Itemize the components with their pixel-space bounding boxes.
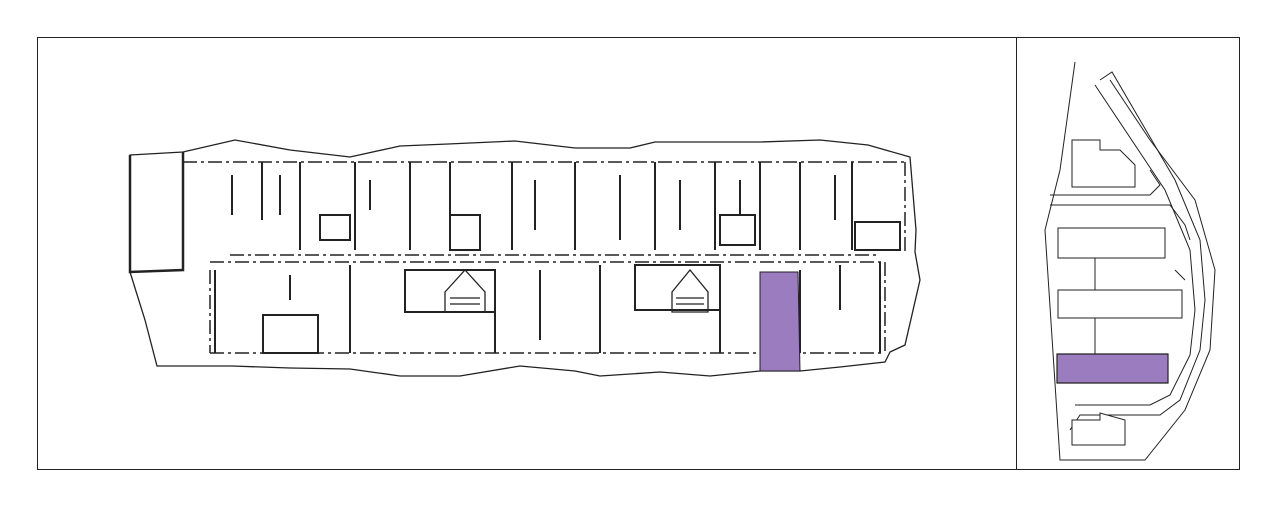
stair-core-right [671,268,709,313]
site-building-5 [1071,412,1126,446]
partition-walls [214,162,901,354]
site-building-3 [1057,289,1183,319]
stair-core-left [444,269,486,313]
site-building-2 [1057,227,1166,259]
site-building-4-highlighted[interactable] [1056,353,1169,384]
access-road [1069,71,1206,431]
plan-frame [37,37,1240,470]
site-boundary [1044,61,1216,461]
left-annex [128,152,185,274]
site-building-1 [1071,139,1136,188]
panel-divider [1016,37,1017,470]
highlighted-apartment[interactable] [759,271,801,372]
plan-outline [129,139,921,377]
